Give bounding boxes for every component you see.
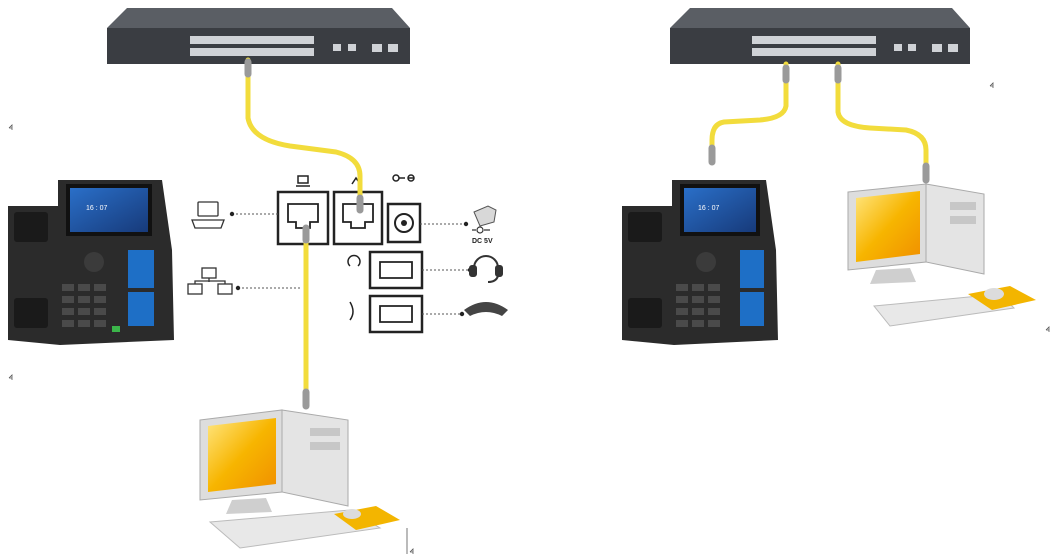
phone-port-panel: [276, 190, 424, 334]
handset-icon: [464, 302, 508, 316]
pc-small-icon: [191, 201, 225, 229]
network-switch-right: [670, 8, 970, 64]
phone-screen: [70, 188, 148, 232]
monitor-screen: [856, 191, 920, 262]
pc-symbol-icon: [297, 175, 309, 184]
headset-port: [368, 250, 424, 290]
dc-5v-label: DC 5V: [472, 238, 493, 245]
cursor-marks: [8, 82, 1050, 554]
power-adapter-icon: DC 5V: [472, 205, 497, 245]
desktop-pc-left: [199, 409, 400, 549]
phone-screen: [684, 188, 756, 232]
network-switch-left: [107, 8, 410, 64]
dotted-connectors: [232, 213, 470, 315]
handset-port: [368, 294, 424, 334]
headset-symbol-icon: [347, 254, 361, 267]
cables-left: [244, 57, 364, 410]
ip-phone-left: 16 : 07: [8, 180, 174, 345]
port-icons: [296, 174, 415, 321]
network-small-icon: [187, 267, 233, 295]
headset-icon: [469, 255, 503, 283]
desktop-pc-right: [847, 183, 1036, 327]
cables-right: [708, 61, 930, 184]
phone-clock: 16 : 07: [86, 205, 108, 212]
ip-phone-right: 16 : 07: [622, 180, 778, 345]
monitor-screen: [208, 418, 276, 492]
handset-symbol-icon: [349, 301, 354, 321]
dc-symbol-icon: [392, 174, 400, 182]
phone-clock: 16 : 07: [698, 205, 720, 212]
